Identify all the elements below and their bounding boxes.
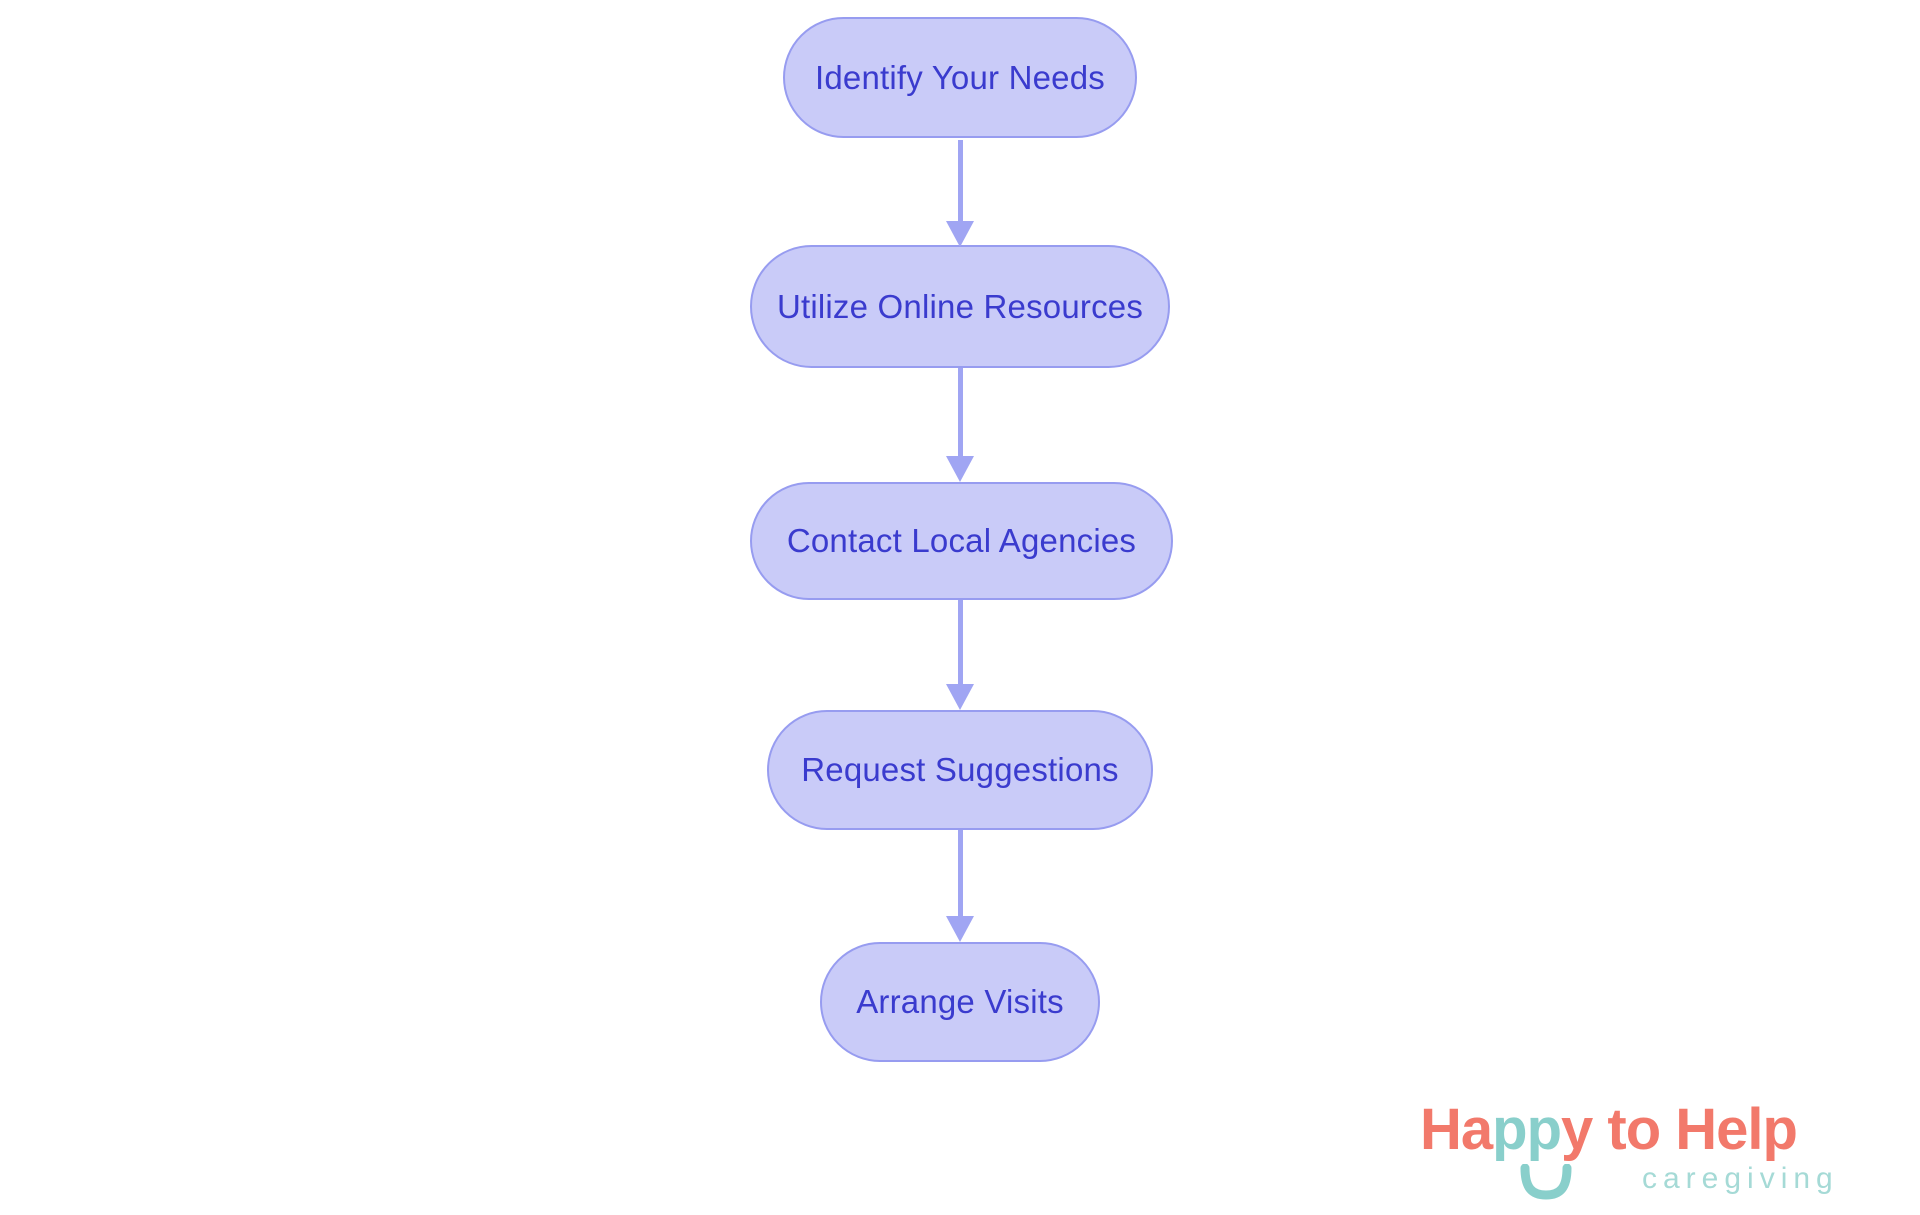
arrow-down-icon bbox=[946, 830, 974, 942]
flow-node-label: Identify Your Needs bbox=[814, 58, 1105, 96]
arrow-line bbox=[957, 830, 963, 916]
flow-node-label: Utilize Online Resources bbox=[776, 287, 1144, 325]
logo-text-coral: y to Help bbox=[1561, 1097, 1798, 1162]
logo-subtitle: caregiving bbox=[1642, 1162, 1839, 1195]
flow-node-label: Arrange Visits bbox=[856, 983, 1064, 1020]
arrow-line bbox=[957, 368, 963, 456]
arrow-head bbox=[946, 221, 974, 247]
flow-node-label: Contact Local Agencies bbox=[786, 522, 1137, 559]
flow-node-online-resources: Utilize Online Resources bbox=[750, 245, 1170, 368]
smile-icon bbox=[1520, 1164, 1572, 1200]
flow-node-identify-needs: Identify Your Needs bbox=[783, 17, 1137, 138]
arrow-down-icon bbox=[946, 368, 974, 482]
logo-text-coral: Ha bbox=[1420, 1097, 1493, 1162]
logo-text-teal-pp: pp bbox=[1492, 1097, 1562, 1162]
logo-wordmark: Happy to Help bbox=[1420, 1097, 1798, 1162]
flow-node-request-suggestions: Request Suggestions bbox=[767, 710, 1153, 830]
arrow-down-icon bbox=[946, 140, 974, 247]
flow-node-arrange-visits: Arrange Visits bbox=[820, 942, 1100, 1062]
arrow-down-icon bbox=[946, 600, 974, 710]
happy-to-help-logo: Happy to Help caregiving bbox=[1420, 1098, 1890, 1213]
arrow-line bbox=[957, 600, 963, 684]
flow-node-label: Request Suggestions bbox=[801, 751, 1119, 788]
arrow-line bbox=[957, 140, 963, 221]
flow-node-local-agencies: Contact Local Agencies bbox=[750, 482, 1173, 600]
arrow-head bbox=[946, 916, 974, 942]
arrow-head bbox=[946, 456, 974, 482]
arrow-head bbox=[946, 684, 974, 710]
